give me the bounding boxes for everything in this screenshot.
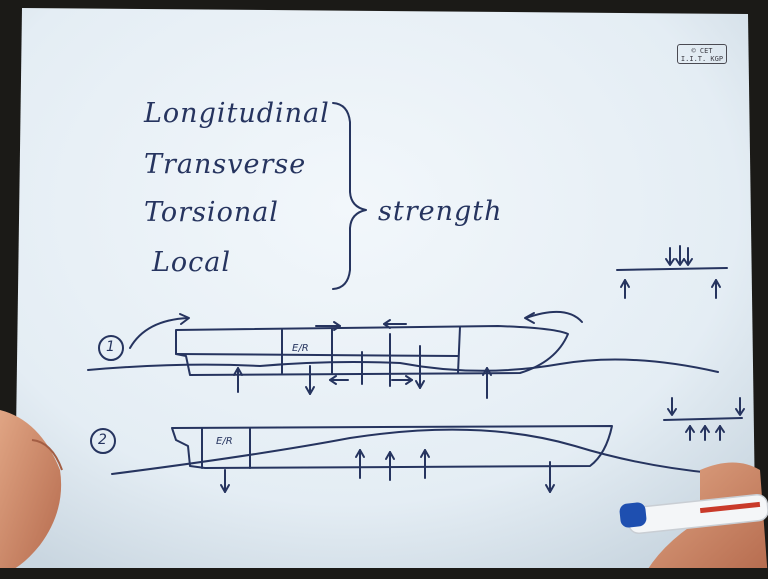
hand-left <box>0 410 62 575</box>
load-sketch-middle-right <box>663 397 745 441</box>
cet-iit-kgp-logo: © CET I.I.T. KGP <box>677 44 727 64</box>
case-2-water-line <box>111 428 713 475</box>
case-1-hog-arrow-left <box>129 317 189 349</box>
case-1-circle <box>98 335 124 361</box>
strength-item-longitudinal: Longitudinal <box>144 98 330 129</box>
case-2-engine-room-label: E/R <box>216 436 233 447</box>
strength-label: strength <box>378 196 503 227</box>
load-sketch-top-right <box>616 245 728 299</box>
logo-line-1: © CET <box>691 47 713 55</box>
strength-item-torsional: Torsional <box>144 197 279 228</box>
case-2-ship-hull <box>171 425 613 469</box>
strength-item-transverse: Transverse <box>144 149 307 180</box>
case-2-circle <box>90 428 116 454</box>
logo-line-2: I.I.T. KGP <box>680 55 724 63</box>
strength-brace <box>332 102 367 290</box>
case-2-number: 2 <box>98 432 107 448</box>
case-2-force-arrows <box>220 449 555 493</box>
case-1-shear-arrows <box>315 319 413 385</box>
whiteboard <box>14 8 756 575</box>
case-1-ship-hull <box>175 325 569 376</box>
case-1-water-line <box>87 358 719 373</box>
strength-item-local: Local <box>152 247 232 278</box>
case-1-engine-room-label: E/R <box>292 343 309 354</box>
case-1-force-arrows <box>233 333 492 399</box>
case-1-hog-arrow-right <box>525 311 583 323</box>
case-1-number: 1 <box>106 339 115 355</box>
